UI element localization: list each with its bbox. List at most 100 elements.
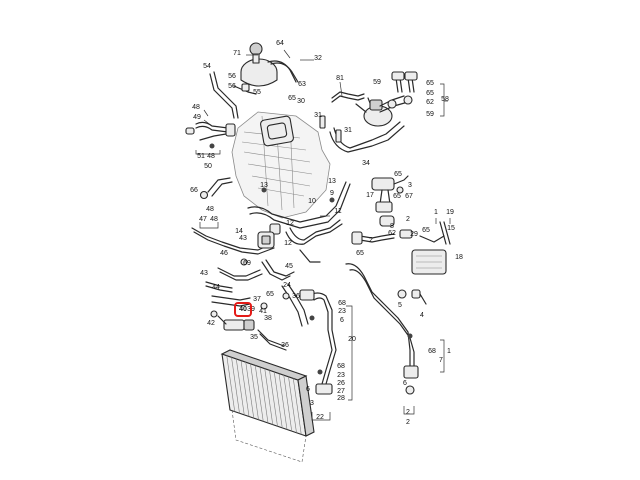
callout-54: 54 [203, 63, 211, 70]
upper-left-hoses [185, 71, 257, 149]
radiator-fin [278, 373, 288, 430]
coolant-flange-3 [371, 175, 409, 213]
callout-58: 58 [441, 96, 449, 103]
callout-15: 15 [447, 225, 455, 232]
callout-7: 7 [439, 357, 443, 364]
radiator-fin [250, 363, 259, 420]
callout-68: 68 [338, 300, 346, 307]
callout-24: 24 [283, 282, 291, 289]
callout-27: 27 [337, 388, 345, 395]
callout-14: 14 [235, 228, 243, 235]
callout-5: 5 [398, 302, 402, 309]
radiator-fin [292, 378, 302, 435]
callout-6b: 6 [403, 380, 407, 387]
callout-11: 11 [334, 208, 341, 215]
callout-1b: 1 [447, 348, 451, 355]
callout-36b: 36 [281, 342, 289, 349]
callout-23: 23 [338, 308, 346, 315]
callout-68c: 68 [337, 363, 345, 370]
expansion-tank [240, 42, 299, 87]
callout-65g: 65 [356, 250, 364, 257]
leader-lines [195, 49, 451, 421]
callout-6c: 6 [306, 386, 310, 393]
callout-13b: 13 [328, 178, 336, 185]
callout-29: 29 [410, 231, 418, 238]
highlight-marker [234, 302, 252, 317]
radiator-fin [240, 360, 250, 417]
coolant-pump-assembly [210, 295, 287, 351]
sensor-81 [319, 81, 365, 143]
radiator-fin [231, 357, 240, 414]
callout-8: 8 [390, 223, 394, 230]
callout-55: 55 [253, 89, 261, 96]
radiator-fin [245, 362, 255, 419]
radiator-fin [264, 368, 274, 425]
callout-37: 37 [253, 296, 261, 303]
callout-26: 26 [337, 380, 345, 387]
callout-65e: 65 [393, 193, 401, 200]
radiator [220, 349, 315, 463]
clamp-parts-5 [397, 289, 427, 305]
callout-44: 44 [212, 284, 220, 291]
callout-19: 19 [446, 209, 454, 216]
callout-35: 35 [250, 334, 258, 341]
callout-20: 20 [348, 336, 356, 343]
pipe-12 [191, 219, 343, 263]
callout-4: 4 [420, 312, 424, 319]
callout-46: 46 [220, 250, 228, 257]
callout-59: 59 [373, 79, 381, 86]
callout-3b: 3 [310, 400, 314, 407]
callout-34: 34 [362, 160, 370, 167]
engine-block-outline [231, 111, 331, 219]
callout-65h: 65 [266, 291, 274, 298]
callout-22: 22 [316, 414, 324, 421]
callout-40: 40 [239, 306, 247, 313]
radiator-fin [283, 375, 293, 432]
radiator-fin [269, 370, 278, 427]
radiator-fin [259, 366, 269, 424]
callout-38: 38 [264, 315, 272, 322]
callout-12b: 12 [284, 240, 292, 247]
callout-68b: 68 [428, 348, 436, 355]
callout-71: 71 [233, 50, 241, 57]
callout-2b: 2 [369, 237, 373, 244]
callout-13: 13 [260, 182, 268, 189]
callout-6: 6 [340, 317, 344, 324]
callout-2d: 2 [406, 419, 410, 426]
hose-10 [247, 181, 351, 235]
callout-45: 45 [285, 263, 293, 270]
callout-12: 12 [286, 220, 294, 227]
callout-66: 66 [190, 187, 198, 194]
callout-50: 50 [204, 163, 212, 170]
callout-81: 81 [336, 75, 344, 82]
callout-59b: 59 [426, 111, 434, 118]
radiator-fin [288, 376, 297, 433]
callout-41: 41 [259, 308, 267, 315]
callout-9: 9 [330, 190, 334, 197]
callout-10: 10 [308, 198, 316, 205]
callout-65b: 65 [426, 80, 434, 87]
radiator-fin [235, 358, 245, 415]
callout-48b: 48 [207, 153, 215, 160]
callout-65d: 65 [394, 171, 402, 178]
callout-63: 63 [298, 81, 306, 88]
radiator-fin [226, 355, 236, 412]
callout-32: 32 [314, 55, 322, 62]
callout-65f: 65 [422, 227, 430, 234]
callout-48d: 48 [210, 216, 218, 223]
callout-51: 51 [197, 153, 205, 160]
hose-66 [199, 177, 233, 200]
coolant-pipe-34 [329, 97, 405, 153]
callout-56b: 56 [228, 83, 236, 90]
callout-43b: 43 [200, 270, 208, 277]
callout-30: 30 [297, 98, 305, 105]
callout-1: 1 [434, 209, 438, 216]
oil-cooler-18 [399, 221, 451, 275]
hose-2 [351, 215, 395, 245]
callout-47: 47 [199, 216, 207, 223]
highlighted-part-marker [234, 302, 252, 317]
callout-64: 64 [276, 40, 284, 47]
hose-45 [205, 258, 295, 293]
